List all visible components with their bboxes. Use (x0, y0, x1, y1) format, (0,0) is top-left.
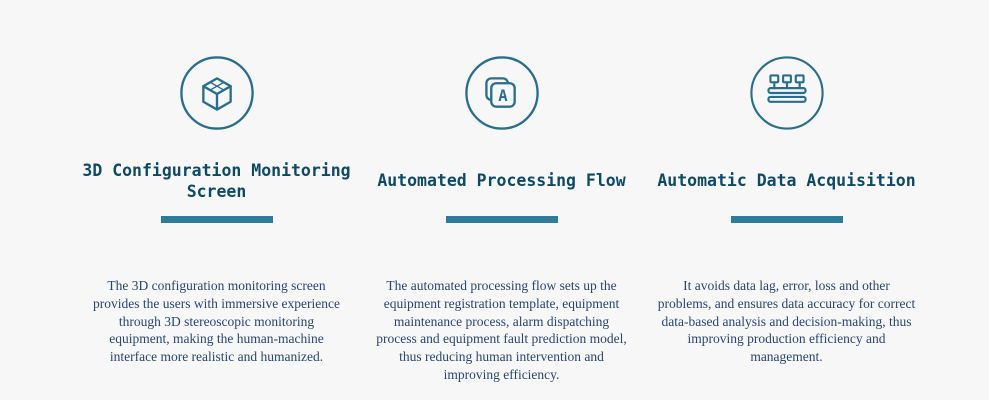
feature-title-box: Automated Processing Flow (359, 150, 644, 212)
accent-divider (730, 216, 843, 223)
feature-title-box: 3D Configuration Monitoring Screen (74, 150, 359, 212)
feature-title-box: Automatic Data Acquisition (644, 150, 929, 212)
data-acquisition-icon (748, 54, 826, 132)
accent-divider (445, 216, 558, 223)
feature-title: Automatic Data Acquisition (657, 171, 916, 191)
icon-letter: A (498, 87, 508, 105)
feature-description: The automated processing flow sets up th… (376, 278, 627, 383)
cube-3d-icon (178, 54, 256, 132)
accent-divider (160, 216, 273, 223)
feature-card-data-acquisition: Automatic Data Acquisition It avoids dat… (644, 54, 929, 384)
feature-title: Automated Processing Flow (377, 171, 626, 191)
feature-title: 3D Configuration Monitoring Screen (82, 160, 351, 201)
feature-description: The 3D configuration monitoring screen p… (92, 278, 341, 365)
features-section: 3D Configuration Monitoring Screen The 3… (74, 54, 929, 384)
feature-card-automated-flow: A Automated Processing Flow The automate… (359, 54, 644, 384)
feature-description: It avoids data lag, error, loss and othe… (657, 278, 916, 365)
automated-flow-icon: A (463, 54, 541, 132)
feature-card-3d-configuration: 3D Configuration Monitoring Screen The 3… (74, 54, 359, 384)
